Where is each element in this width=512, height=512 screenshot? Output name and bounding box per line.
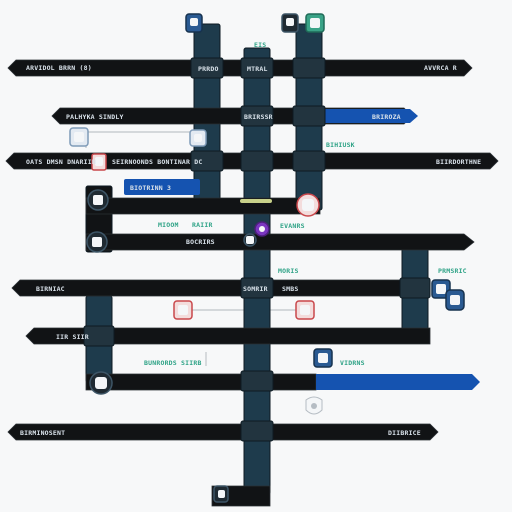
- node-marker-row3-left[interactable]: [91, 153, 107, 171]
- station-block: [399, 277, 431, 299]
- station-block: [240, 105, 274, 127]
- station-block: [240, 370, 274, 392]
- label-r8-teal-b: VIDRNS: [340, 359, 365, 367]
- station-block: [240, 150, 274, 172]
- node-marker-row7-right[interactable]: [295, 300, 315, 320]
- node-marker-row8-blue[interactable]: [313, 348, 333, 368]
- station-block: [292, 105, 326, 127]
- markers: [69, 13, 465, 503]
- station-block: [292, 57, 326, 79]
- track-row-9: [7, 423, 439, 441]
- node-marker-left-row3[interactable]: [69, 127, 89, 147]
- track-row-5: [85, 233, 475, 251]
- station-block: [190, 150, 224, 172]
- station-block: [83, 325, 115, 347]
- label-r2-col-a: BRIRSSR: [244, 113, 273, 121]
- node-marker-row4-left[interactable]: [87, 189, 109, 211]
- label-r3-left: OATS DMSN DNARIIN: [26, 158, 96, 166]
- node-marker-row7-left[interactable]: [173, 300, 193, 320]
- label-r9-left: BIRMINOSENT: [20, 429, 65, 437]
- node-marker-row9-pin[interactable]: [305, 396, 323, 415]
- node-marker-row5-left[interactable]: [86, 231, 108, 253]
- label-r4-teal-c: EVANRS: [280, 222, 305, 230]
- blue-segment-row-2: [322, 109, 418, 123]
- label-r6-left: BIRNIAC: [36, 285, 65, 293]
- label-top: EIS: [254, 41, 266, 49]
- label-r1-right: AVVRCA R: [424, 64, 457, 72]
- label-r3-teal: BIHIUSK: [326, 141, 355, 149]
- label-r1-left: ARVIDOL BRRN (8): [26, 64, 92, 72]
- station-block: [292, 150, 326, 172]
- label-r2-left: PALHYKA SINDLY: [66, 113, 124, 121]
- node-marker-top-row3[interactable]: [189, 129, 207, 147]
- node-marker-row8-left[interactable]: [89, 371, 113, 395]
- label-r7-left: IIR SIIR: [56, 333, 89, 341]
- label-r4-teal-a: MIOOM: [158, 221, 179, 229]
- label-r6-mid-b: SMBS: [282, 285, 298, 293]
- blue-badge-row-4: [124, 179, 200, 195]
- track-row-1: [7, 59, 473, 77]
- highlight-bar: [240, 199, 272, 203]
- label-r4-badge: BIOTRINN 3: [130, 184, 171, 192]
- label-r9-right: DIIBRICE: [388, 429, 421, 437]
- label-r4-teal-b: RAIIR: [192, 221, 213, 229]
- label-r2-right: BRIROZA: [372, 113, 401, 121]
- blue-segment-row-8: [316, 374, 480, 390]
- connector-line: [85, 131, 196, 148]
- station-block: [190, 57, 224, 79]
- blue-segments: [124, 109, 480, 390]
- labels: ARVIDOL BRRN (8) PRRDO MTRAL AVVRCA R EI…: [20, 41, 481, 437]
- track-row-7: [25, 327, 431, 345]
- label-r5-teal-right: PRMSRIC: [438, 267, 467, 275]
- station-block: [240, 420, 274, 442]
- label-r5-teal: MORIS: [278, 267, 299, 275]
- track-row-6: [11, 279, 431, 297]
- station-blocks: [83, 57, 431, 442]
- track-row-4: [85, 197, 321, 215]
- node-marker-center-row5[interactable]: [243, 233, 257, 247]
- node-marker-center-purple[interactable]: [254, 221, 270, 237]
- node-marker-bottom[interactable]: [213, 485, 229, 503]
- track-row-8-dark: [85, 373, 317, 391]
- node-marker-top-left[interactable]: [185, 13, 203, 33]
- label-r3-right: BIIRDORTHNE: [436, 158, 481, 166]
- label-r1-col-a: PRRDO: [198, 65, 219, 73]
- node-marker-top-right[interactable]: [281, 13, 325, 33]
- node-marker-row4-right[interactable]: [296, 193, 320, 217]
- label-r6-mid: SOMRIR: [243, 285, 268, 293]
- label-r4-mid: BOCRIRS: [186, 238, 215, 246]
- node-marker-row6-right[interactable]: [431, 279, 465, 311]
- label-r3-mid: SEIRNOONDS BONTINAR DC: [112, 158, 203, 166]
- station-block: [240, 277, 274, 299]
- label-r1-col-b: MTRAL: [247, 65, 268, 73]
- station-block: [240, 57, 274, 79]
- label-r8-teal: BUNRORDS SIIRB: [144, 359, 202, 367]
